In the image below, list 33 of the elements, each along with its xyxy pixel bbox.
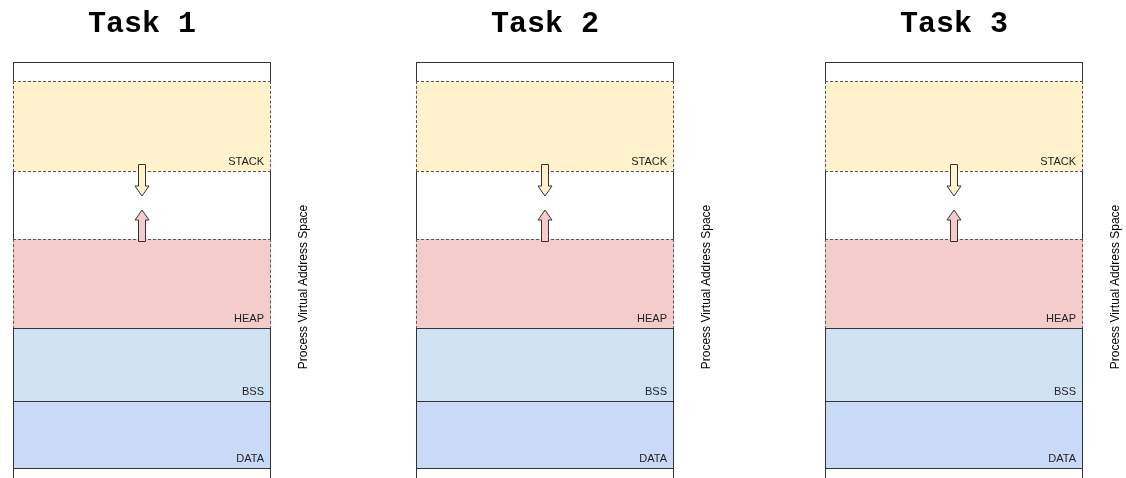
- heap-segment: [416, 239, 674, 329]
- bss-segment: [416, 328, 674, 402]
- axis-caption: Process Virtual Address Space: [1108, 204, 1122, 370]
- data-segment: [825, 401, 1083, 469]
- segment-label: STACK: [228, 155, 264, 168]
- stack-segment: [13, 81, 271, 172]
- task-title: Task 2: [491, 6, 599, 43]
- segment-label: BSS: [645, 385, 667, 398]
- address-space-frame: [13, 62, 271, 478]
- segment-label: BSS: [1054, 385, 1076, 398]
- stack-segment: [825, 81, 1083, 172]
- axis-caption: Process Virtual Address Space: [699, 204, 713, 370]
- bss-segment: [13, 328, 271, 402]
- segment-label: DATA: [236, 452, 264, 465]
- task-title: Task 1: [88, 6, 196, 43]
- heap-segment: [825, 239, 1083, 329]
- segment-label: STACK: [631, 155, 667, 168]
- address-space-frame: [416, 62, 674, 478]
- stack-segment: [416, 81, 674, 172]
- heap-segment: [13, 239, 271, 329]
- axis-caption: Process Virtual Address Space: [296, 204, 310, 370]
- segment-label: DATA: [1048, 452, 1076, 465]
- segment-label: BSS: [242, 385, 264, 398]
- task-title: Task 3: [900, 6, 1008, 43]
- bss-segment: [825, 328, 1083, 402]
- segment-label: HEAP: [234, 312, 264, 325]
- segment-label: HEAP: [1046, 312, 1076, 325]
- address-space-frame: [825, 62, 1083, 478]
- data-segment: [416, 401, 674, 469]
- segment-label: STACK: [1040, 155, 1076, 168]
- segment-label: HEAP: [637, 312, 667, 325]
- segment-label: DATA: [639, 452, 667, 465]
- data-segment: [13, 401, 271, 469]
